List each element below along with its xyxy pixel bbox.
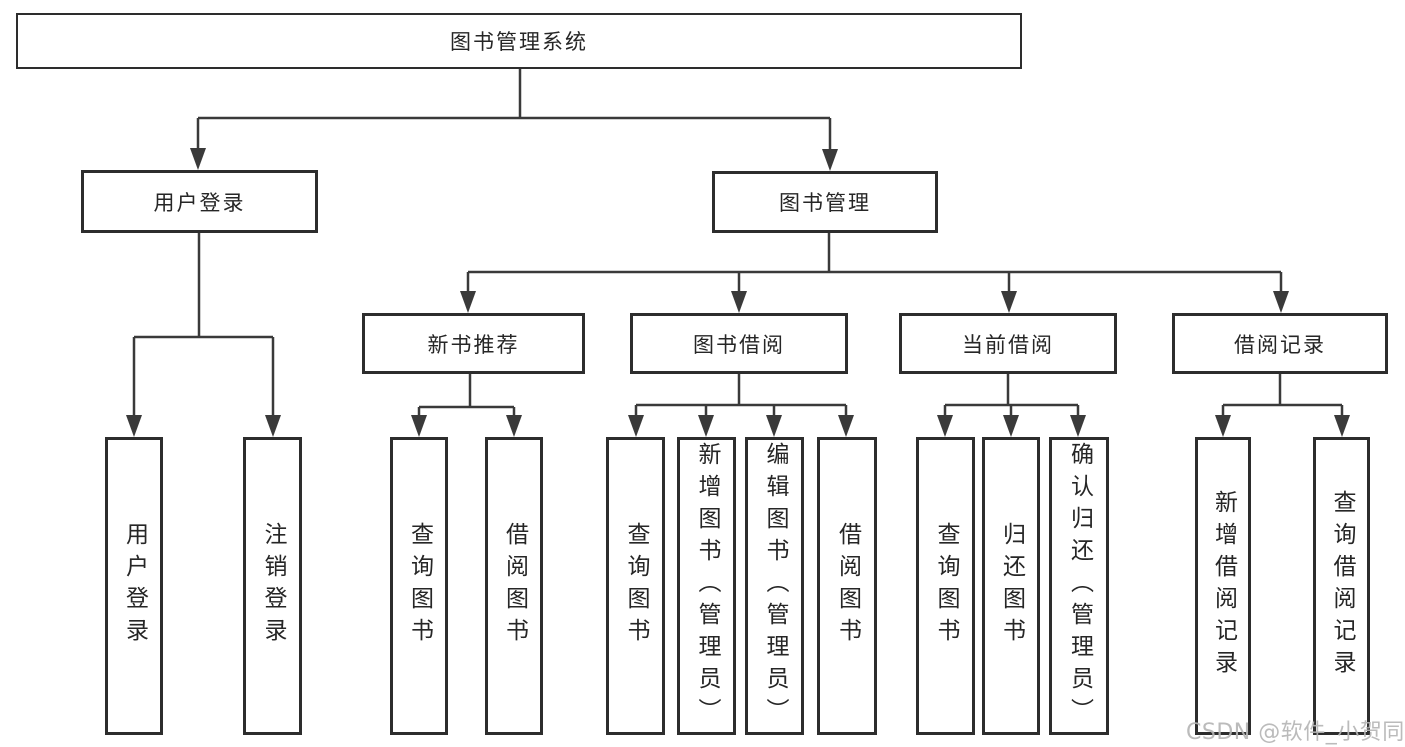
leaf-query-books-current: 查询图书 <box>916 437 975 735</box>
leaf-return-books: 归还图书 <box>982 437 1040 735</box>
leaf-label: 用户登录 <box>121 522 148 650</box>
node-book-borrowing: 图书借阅 <box>630 313 848 374</box>
leaf-label: 借阅图书 <box>834 522 861 650</box>
leaf-confirm-return-admin: 确认归还（管理员） <box>1049 437 1109 735</box>
leaf-query-borrow-record: 查询借阅记录 <box>1313 437 1370 735</box>
leaf-label: 归还图书 <box>998 522 1025 650</box>
node-library-management-system: 图书管理系统 <box>16 13 1022 69</box>
arrowheads <box>126 148 1350 437</box>
leaf-query-books-recommend: 查询图书 <box>390 437 448 735</box>
leaf-label: 编辑图书（管理员） <box>762 442 788 730</box>
leaf-user-login: 用户登录 <box>105 437 163 735</box>
leaf-label: 新增图书（管理员） <box>694 442 720 730</box>
node-label: 图书借阅 <box>693 332 785 357</box>
leaf-label: 查询借阅记录 <box>1329 490 1355 682</box>
leaf-borrow-books-recommend: 借阅图书 <box>485 437 543 735</box>
leaf-label: 注销登录 <box>260 522 286 650</box>
node-label: 当前借阅 <box>962 332 1054 357</box>
leaf-label: 查询图书 <box>933 522 959 650</box>
leaf-label: 新增借阅记录 <box>1210 490 1237 682</box>
node-label: 用户登录 <box>153 190 246 215</box>
csdn-watermark: CSDN @软件_小贺同学 <box>1186 720 1405 745</box>
node-label: 图书管理 <box>779 191 871 215</box>
leaf-add-borrow-record: 新增借阅记录 <box>1195 437 1251 735</box>
leaf-logout: 注销登录 <box>243 437 302 735</box>
node-user-login: 用户登录 <box>81 170 318 233</box>
leaf-label: 查询图书 <box>623 522 649 650</box>
node-label: 借阅记录 <box>1234 332 1326 357</box>
node-book-management: 图书管理 <box>712 171 938 233</box>
node-label: 新书推荐 <box>427 332 520 357</box>
leaf-label: 借阅图书 <box>501 522 528 650</box>
node-label: 图书管理系统 <box>450 30 588 54</box>
node-borrowing-records: 借阅记录 <box>1172 313 1388 374</box>
leaf-add-books-admin: 新增图书（管理员） <box>677 437 736 735</box>
leaf-query-books-borrowing: 查询图书 <box>606 437 665 735</box>
node-new-book-recommend: 新书推荐 <box>362 313 585 374</box>
node-current-borrowing: 当前借阅 <box>899 313 1117 374</box>
leaf-borrow-books: 借阅图书 <box>817 437 877 735</box>
leaf-label: 查询图书 <box>406 522 433 650</box>
leaf-edit-books-admin: 编辑图书（管理员） <box>745 437 804 735</box>
leaf-label: 确认归还（管理员） <box>1066 442 1093 730</box>
